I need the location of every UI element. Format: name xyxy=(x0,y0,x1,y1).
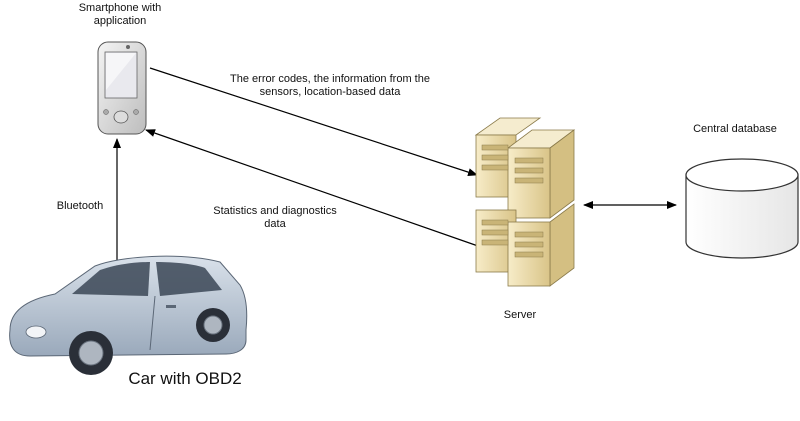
smartphone-label-line2: application xyxy=(93,15,147,27)
car-label: Car with OBD2 xyxy=(128,369,242,388)
database-cylinder-icon xyxy=(685,158,799,259)
server-to-phone-label-line1: Statistics and diagnostics xyxy=(213,205,337,217)
database-label: Central database xyxy=(693,123,777,135)
car-icon xyxy=(9,255,248,375)
smartphone-label: Smartphone with application xyxy=(60,2,180,28)
smartphone-icon xyxy=(97,41,147,135)
server-to-phone-label: Statistics and diagnostics data xyxy=(190,205,360,231)
arrow-server-to-phone xyxy=(145,129,479,247)
phone-to-server-label: The error codes, the information from th… xyxy=(195,73,465,99)
server-rack-icon xyxy=(474,117,576,287)
arrow-phone-to-server xyxy=(149,67,478,177)
phone-to-server-label-line1: The error codes, the information from th… xyxy=(230,73,430,85)
smartphone-label-line1: Smartphone with xyxy=(78,2,162,14)
bluetooth-label: Bluetooth xyxy=(56,200,104,212)
server-label: Server xyxy=(503,309,537,321)
phone-to-server-label-line2: sensors, location-based data xyxy=(259,86,401,98)
server-to-phone-label-line2: data xyxy=(264,218,286,230)
